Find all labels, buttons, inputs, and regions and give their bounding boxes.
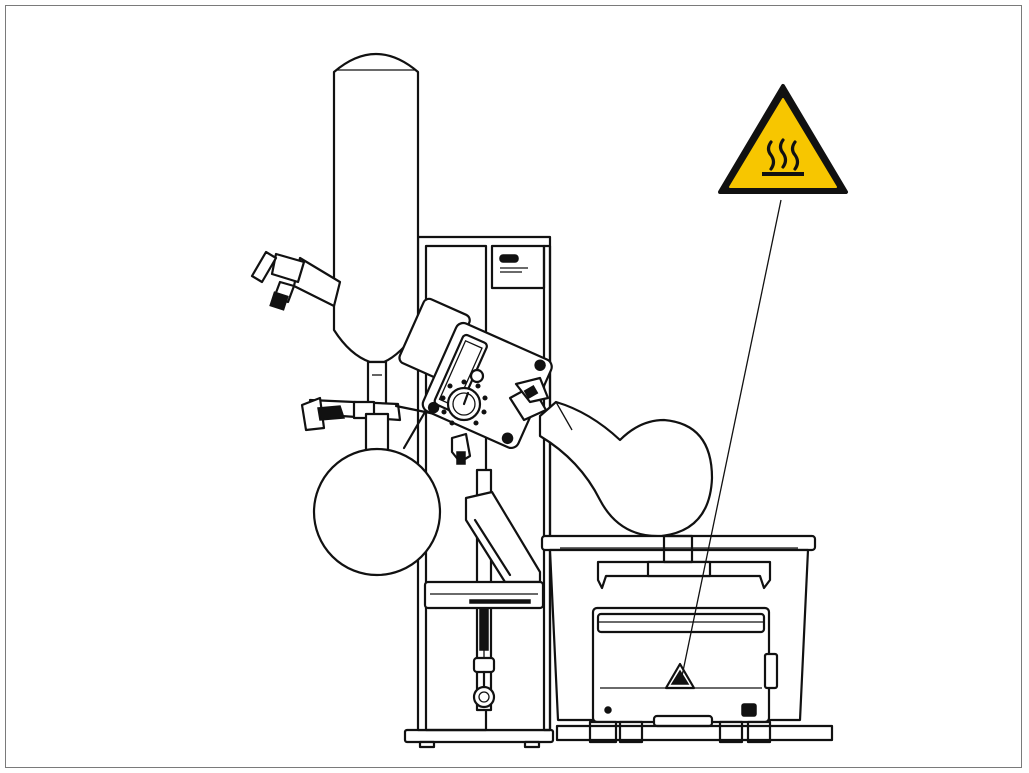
height-lock-knob[interactable] (472, 656, 496, 709)
speed-dial[interactable] (440, 379, 488, 426)
condenser (332, 53, 420, 408)
hot-surface-warning-icon (718, 84, 848, 194)
hot-surface-label-icon (664, 662, 696, 690)
bath-feet (555, 720, 834, 744)
callout-line (681, 199, 782, 677)
bath-control-unit (591, 606, 779, 728)
inlet-stopcock[interactable] (250, 250, 342, 311)
receiving-flask (312, 412, 442, 577)
tilt-knob[interactable] (450, 368, 485, 465)
lift-handle[interactable] (423, 490, 545, 610)
evaporating-flask (538, 400, 714, 538)
